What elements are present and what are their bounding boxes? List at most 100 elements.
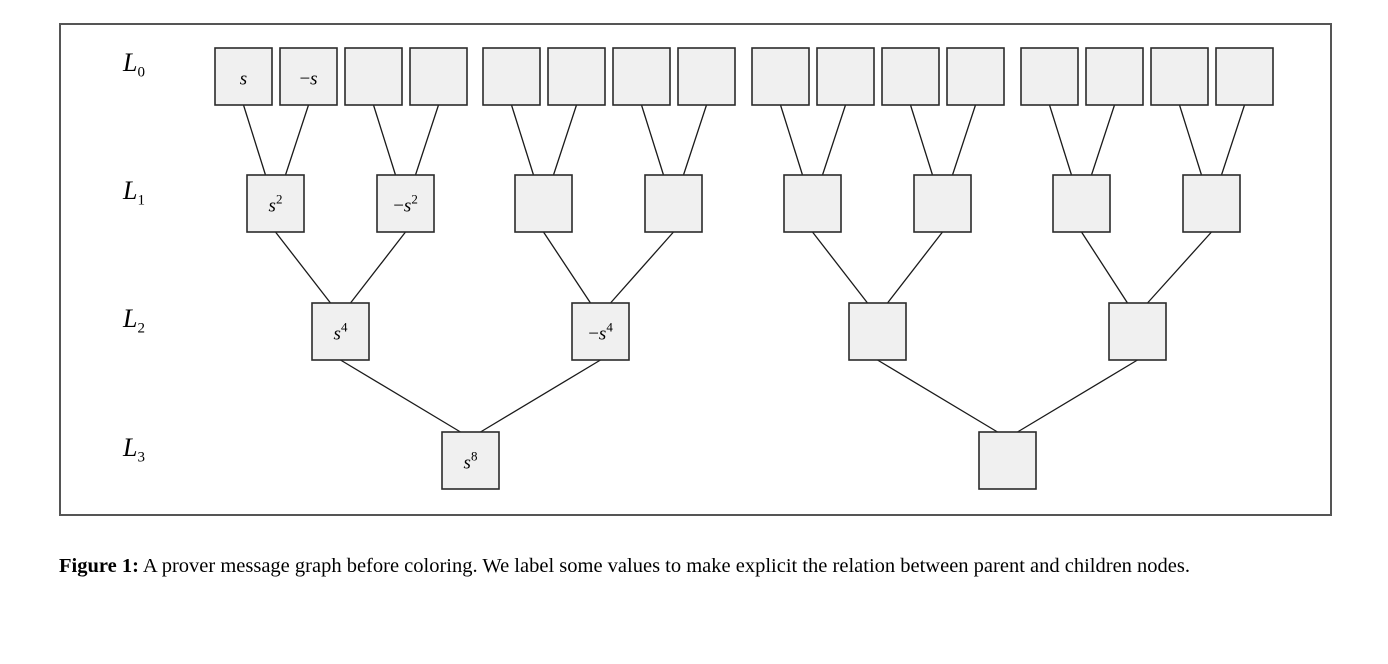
- graph-edge: [284, 104, 310, 176]
- graph-node[interactable]: s2: [246, 174, 305, 233]
- graph-edge: [811, 231, 869, 304]
- graph-node[interactable]: s: [214, 47, 273, 106]
- node-box[interactable]: [246, 174, 305, 233]
- node-box[interactable]: [279, 47, 338, 106]
- figure-caption-text: A prover message graph before coloring. …: [142, 555, 1190, 577]
- graph-edges: [242, 104, 1246, 433]
- graph-edge: [340, 359, 461, 433]
- node-value-label: s4: [334, 319, 348, 344]
- node-box[interactable]: [1108, 302, 1167, 361]
- graph-edge: [1080, 231, 1129, 304]
- node-box[interactable]: [1150, 47, 1209, 106]
- node-box[interactable]: [1020, 47, 1079, 106]
- graph-node[interactable]: [1215, 47, 1274, 106]
- graph-node[interactable]: s4: [311, 302, 370, 361]
- graph-node[interactable]: [1108, 302, 1167, 361]
- graph-edge: [1220, 104, 1246, 176]
- graph-edge: [372, 104, 397, 176]
- node-box[interactable]: [409, 47, 468, 106]
- graph-edge: [274, 231, 332, 304]
- graph-edge: [909, 104, 934, 176]
- node-value-label: −s4: [588, 319, 613, 344]
- graph-edge: [951, 104, 977, 176]
- graph-node[interactable]: [644, 174, 703, 233]
- level-label-L3-base: L: [123, 433, 138, 462]
- node-box[interactable]: [571, 302, 630, 361]
- graph-edge: [414, 104, 440, 176]
- node-box[interactable]: [514, 174, 573, 233]
- node-box[interactable]: [783, 174, 842, 233]
- node-box[interactable]: [482, 47, 541, 106]
- node-box[interactable]: [978, 431, 1037, 490]
- node-box[interactable]: [214, 47, 273, 106]
- graph-node[interactable]: [612, 47, 671, 106]
- node-box[interactable]: [612, 47, 671, 106]
- node-box[interactable]: [644, 174, 703, 233]
- graph-node[interactable]: [783, 174, 842, 233]
- graph-node[interactable]: [344, 47, 403, 106]
- graph-node[interactable]: −s2: [376, 174, 435, 233]
- graph-node[interactable]: −s4: [571, 302, 630, 361]
- node-box[interactable]: [441, 431, 500, 490]
- graph-edge: [1178, 104, 1203, 176]
- graph-edge: [640, 104, 665, 176]
- graph-node[interactable]: [1150, 47, 1209, 106]
- level-label-L3: L3: [123, 433, 145, 467]
- graph-nodes: s −s s2 −s2 s4 −s4 s8: [214, 47, 1274, 490]
- level-label-L0: L0: [123, 48, 145, 82]
- graph-node[interactable]: s8: [441, 431, 500, 490]
- level-label-L0-base: L: [123, 48, 138, 77]
- node-box[interactable]: [881, 47, 940, 106]
- graph-node[interactable]: [946, 47, 1005, 106]
- graph-edge: [886, 231, 944, 304]
- graph-edge: [480, 359, 601, 433]
- node-box[interactable]: [677, 47, 736, 106]
- node-box[interactable]: [946, 47, 1005, 106]
- node-box[interactable]: [1052, 174, 1111, 233]
- level-label-L2: L2: [123, 304, 145, 338]
- graph-node[interactable]: [848, 302, 907, 361]
- graph-edge: [552, 104, 578, 176]
- level-label-L2-sub: 2: [137, 320, 145, 337]
- node-value-label: s2: [269, 191, 283, 216]
- graph-node[interactable]: [677, 47, 736, 106]
- graph-node[interactable]: [514, 174, 573, 233]
- graph-node[interactable]: [751, 47, 810, 106]
- graph-node[interactable]: [547, 47, 606, 106]
- node-box[interactable]: [1182, 174, 1241, 233]
- graph-node[interactable]: [816, 47, 875, 106]
- node-value-label: s: [240, 68, 247, 89]
- node-box[interactable]: [1215, 47, 1274, 106]
- node-box[interactable]: [1085, 47, 1144, 106]
- graph-edge: [821, 104, 847, 176]
- graph-edge: [542, 231, 592, 304]
- graph-node[interactable]: [881, 47, 940, 106]
- node-box[interactable]: [344, 47, 403, 106]
- node-box[interactable]: [848, 302, 907, 361]
- node-value-label: −s2: [393, 191, 418, 216]
- node-box[interactable]: [376, 174, 435, 233]
- graph-node[interactable]: [1182, 174, 1241, 233]
- level-label-L1-base: L: [123, 176, 138, 205]
- graph-node[interactable]: [409, 47, 468, 106]
- graph-node[interactable]: [1052, 174, 1111, 233]
- graph-edge: [682, 104, 708, 176]
- node-box[interactable]: [311, 302, 370, 361]
- graph-node[interactable]: −s: [279, 47, 338, 106]
- node-box[interactable]: [751, 47, 810, 106]
- node-box[interactable]: [547, 47, 606, 106]
- graph-edge: [877, 359, 998, 433]
- level-label-L1: L1: [123, 176, 145, 210]
- graph-node[interactable]: [1020, 47, 1079, 106]
- node-box[interactable]: [913, 174, 972, 233]
- graph-edge: [242, 104, 267, 176]
- graph-node[interactable]: [913, 174, 972, 233]
- node-box[interactable]: [816, 47, 875, 106]
- graph-edge: [510, 104, 535, 176]
- graph-node[interactable]: [978, 431, 1037, 490]
- graph-edge: [1090, 104, 1116, 176]
- graph-edge: [1048, 104, 1073, 176]
- graph-node[interactable]: [1085, 47, 1144, 106]
- graph-node[interactable]: [482, 47, 541, 106]
